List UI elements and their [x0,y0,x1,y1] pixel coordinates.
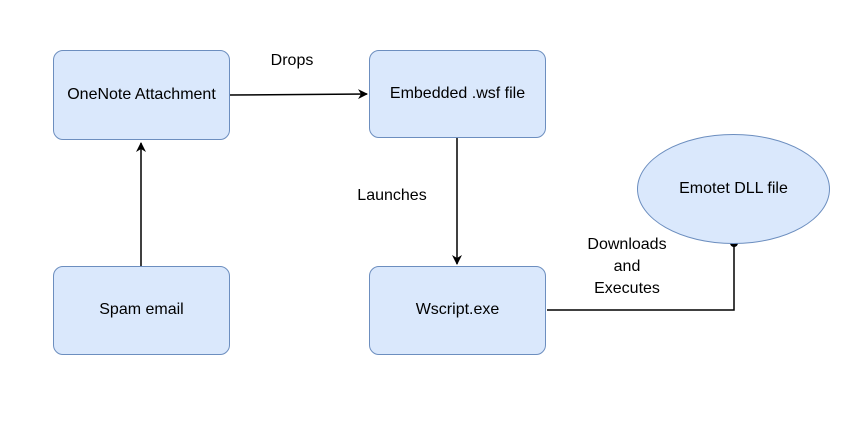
node-wscript-exe: Wscript.exe [369,266,546,355]
edge-label-downloads-and-executes: Downloads and Executes [572,234,682,300]
edge-label-drops: Drops [270,52,314,69]
node-embedded-wsf-file: Embedded .wsf file [369,50,546,138]
edge-label-line-1: Downloads [587,236,667,253]
edge-onenote-to-wsf [229,89,368,100]
edge-label-launches: Launches [357,187,427,204]
edge-label-line-2: and [613,258,641,275]
edge-wscript-to-emotet [547,243,735,311]
edge-label-line-3: Executes [594,280,660,297]
node-onenote-attachment: OneNote Attachment [53,50,230,140]
node-spam-email: Spam email [53,266,230,355]
node-emotet-dll-file: Emotet DLL file [637,134,830,244]
